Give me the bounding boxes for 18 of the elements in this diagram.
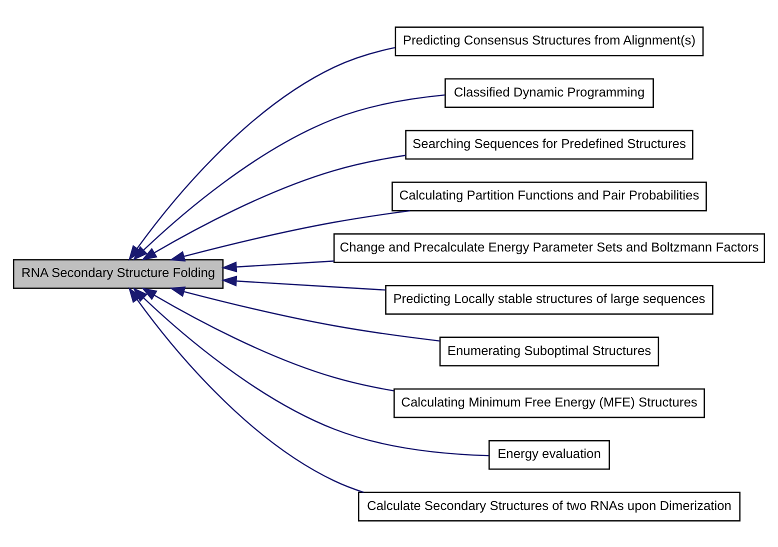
- node-box: Calculating Minimum Free Energy (MFE) Structures: [394, 388, 705, 418]
- arrow: [169, 286, 440, 342]
- node-box: Searching Sequences for Predefined Structures: [405, 129, 694, 160]
- arrow: [141, 154, 406, 260]
- node-box: Classified Dynamic Programming: [444, 78, 654, 108]
- arrow: [141, 287, 394, 391]
- node-box: Energy evaluation: [488, 440, 610, 470]
- arrow: [221, 260, 334, 272]
- node-box: Calculate Secondary Structures of two RNAs upon Dimerization: [358, 491, 740, 521]
- node-box: Predicting Locally stable structures of large sequences: [385, 284, 714, 314]
- node-box: Enumerating Suboptimal Structures: [439, 336, 660, 366]
- arrow: [221, 275, 386, 290]
- node-box: Calculating Partition Functions and Pair Probabilities: [392, 181, 707, 211]
- arrow: [132, 94, 445, 260]
- node-box: Predicting Consensus Structures from Alignment(s): [394, 26, 704, 56]
- arrow: [169, 210, 410, 262]
- node-box: Change and Precalculate Energy Parameter Sets and Boltzmann Factors: [333, 232, 766, 263]
- node-box: RNA Secondary Structure Folding: [12, 258, 224, 288]
